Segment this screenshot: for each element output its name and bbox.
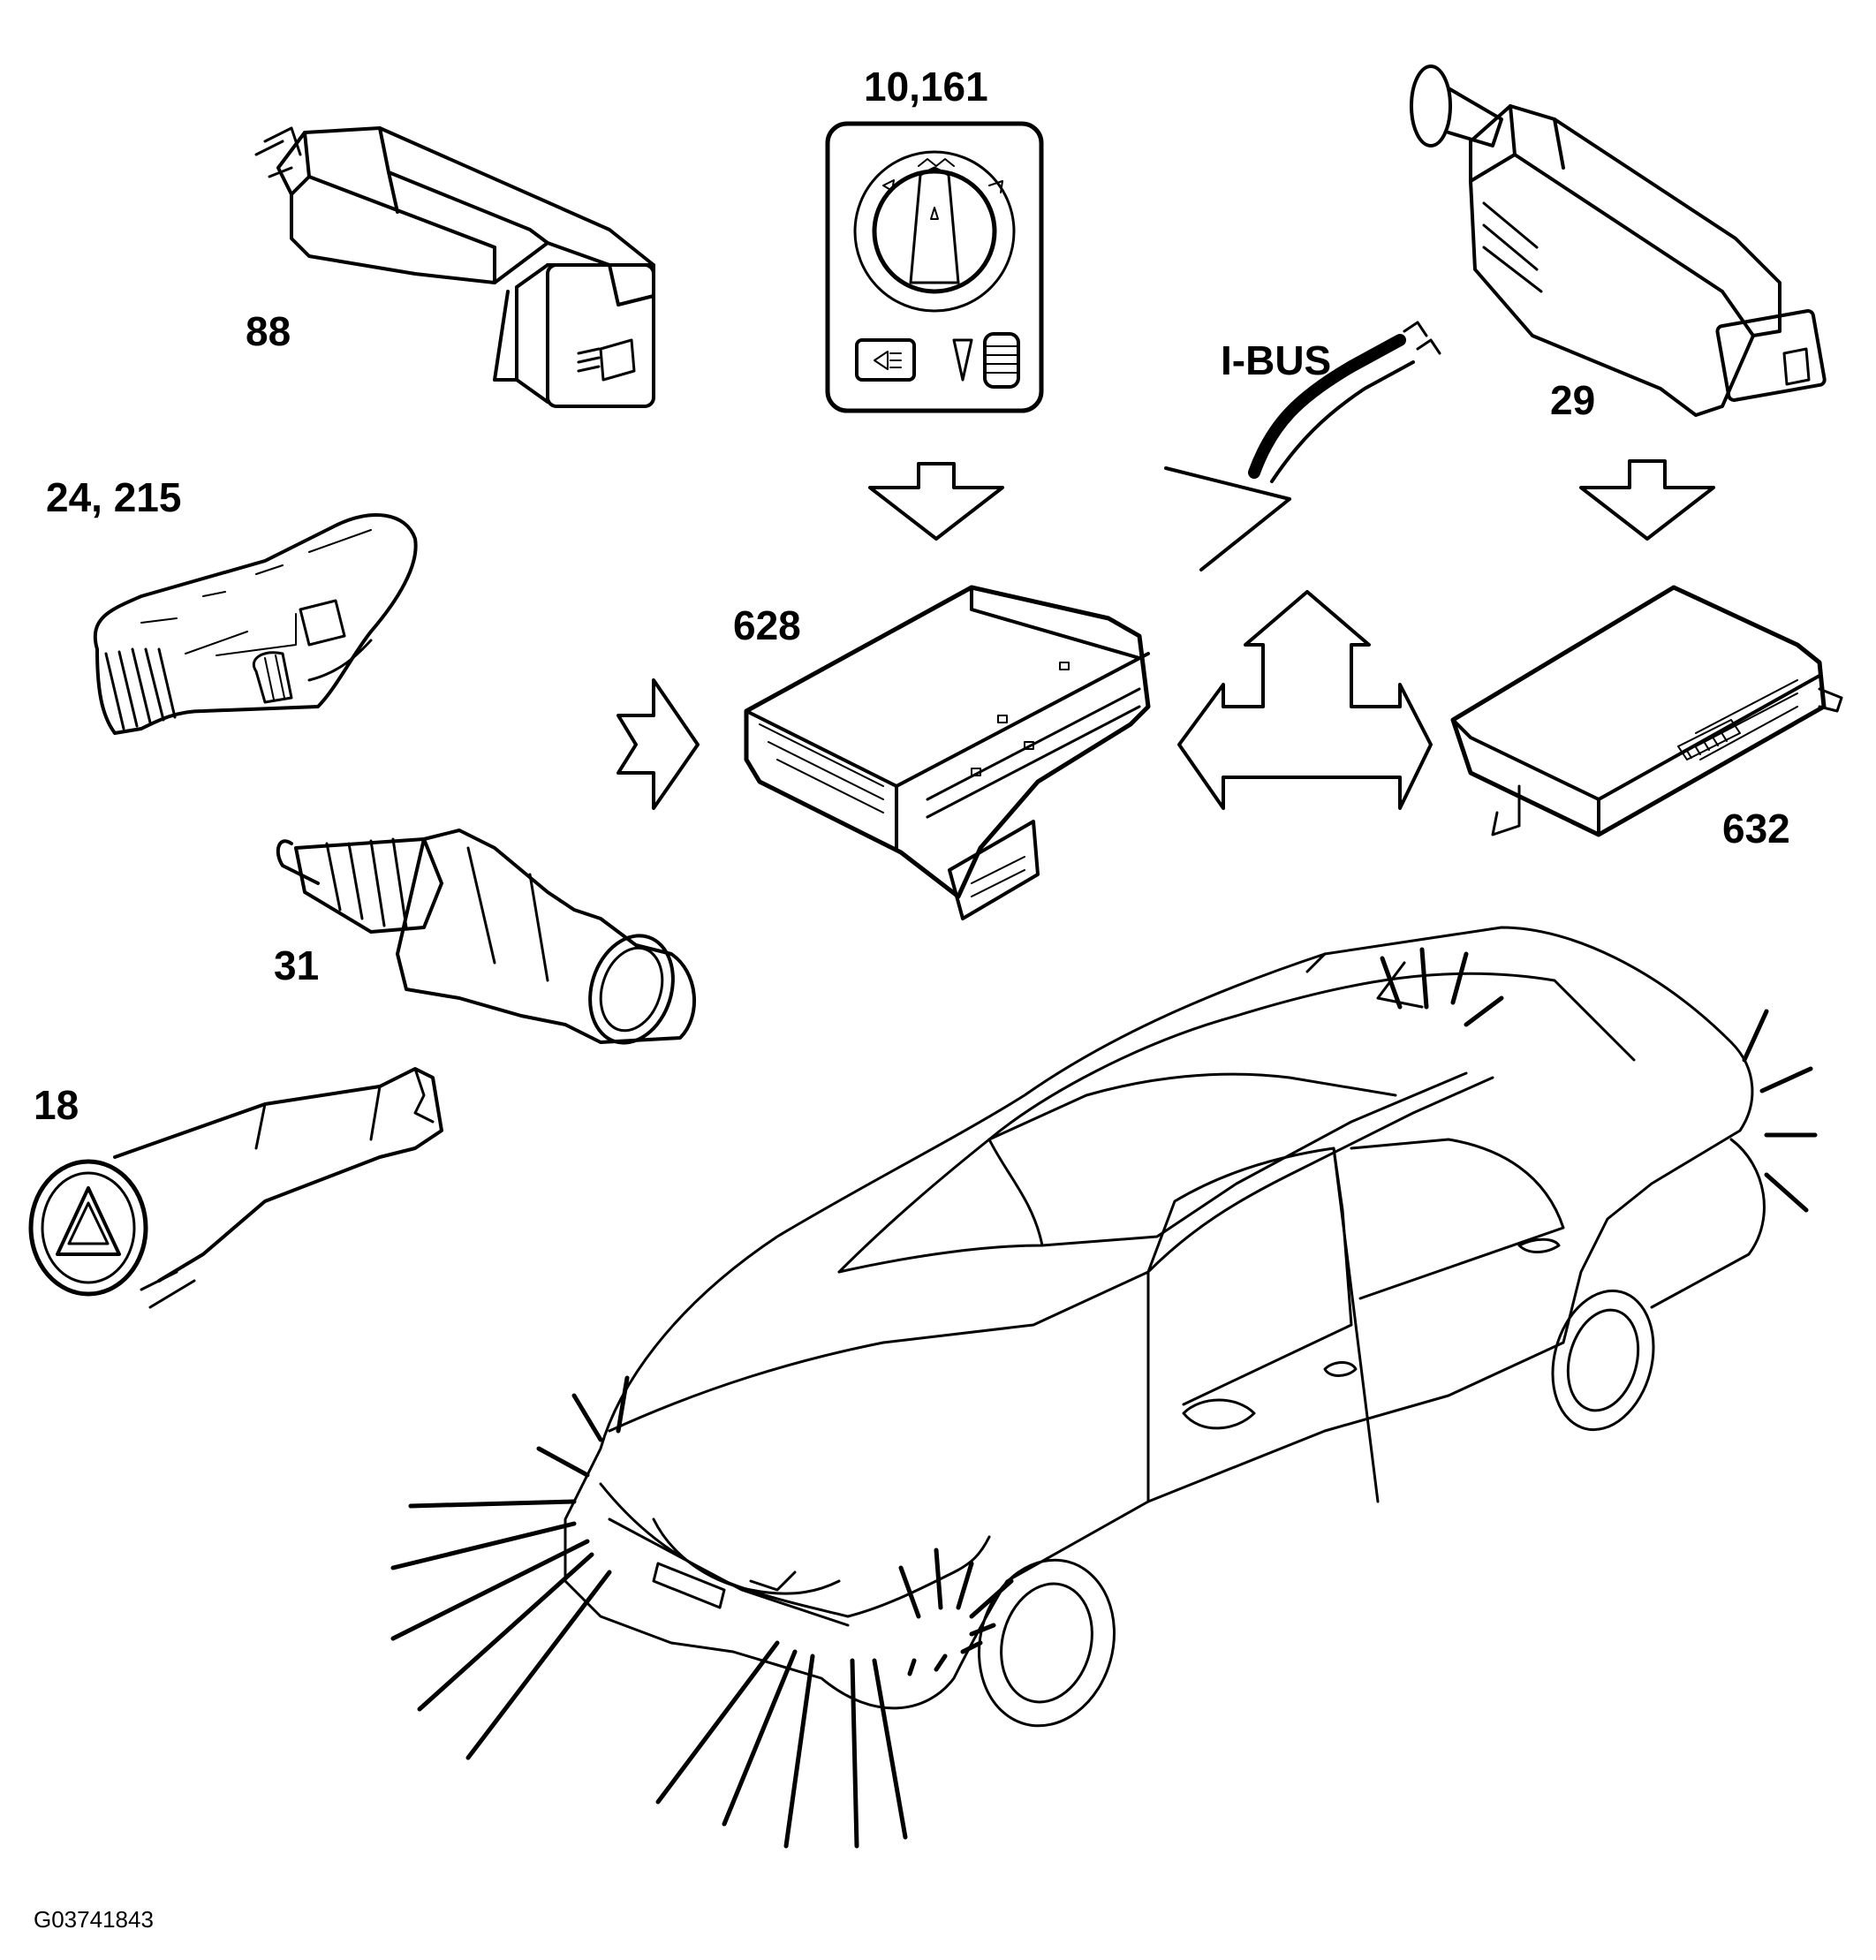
label-628: 628 xyxy=(733,602,801,648)
label-24-215: 24, 215 xyxy=(46,474,182,520)
label-18: 18 xyxy=(34,1082,79,1128)
ibus-cable xyxy=(1166,322,1440,570)
light-switch-panel-10161 xyxy=(828,124,1041,411)
light-rays xyxy=(393,950,1815,1846)
arrow-down-10161 xyxy=(870,464,1002,539)
arrow-down-29 xyxy=(1581,461,1713,539)
label-31: 31 xyxy=(274,942,320,988)
label-88: 88 xyxy=(246,308,291,354)
control-module-632 xyxy=(1453,587,1842,835)
brake-switch-29 xyxy=(1411,66,1826,415)
sensor-31 xyxy=(278,830,694,1054)
car-illustration xyxy=(565,927,1764,1741)
hazard-switch-18 xyxy=(31,1069,442,1307)
fog-light-switch-88 xyxy=(256,128,654,406)
label-10161: 10,161 xyxy=(864,64,988,110)
label-29: 29 xyxy=(1550,377,1596,423)
bus-arrow-three-way xyxy=(1179,592,1431,808)
arrow-right-into-628 xyxy=(618,680,698,808)
control-module-628 xyxy=(746,587,1148,919)
connector-632 xyxy=(1678,720,1740,760)
figure-code: G03741843 xyxy=(34,1906,154,1933)
cruise-control-stalk-24-215 xyxy=(95,515,416,733)
label-ibus: I-BUS xyxy=(1221,337,1332,383)
label-632: 632 xyxy=(1722,806,1790,851)
